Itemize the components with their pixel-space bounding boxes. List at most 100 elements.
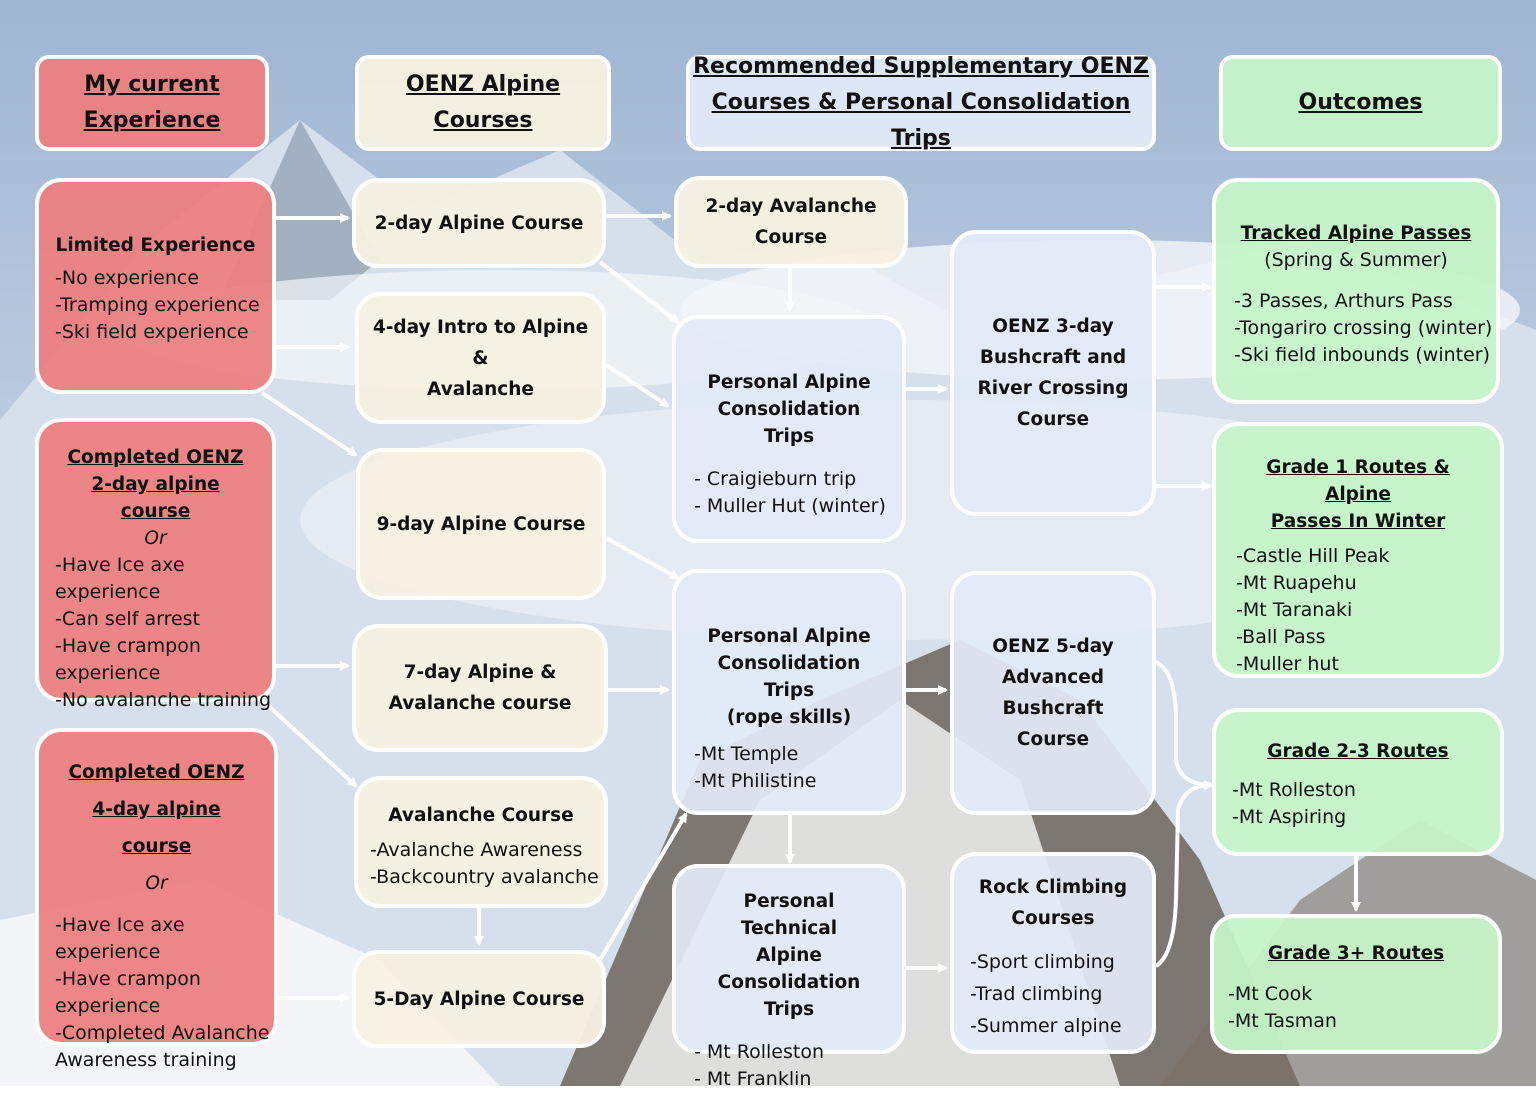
header-line: Recommended Supplementary OENZ [693,54,1149,79]
header-oenz-alpine-courses: OENZ Alpine Courses [355,55,611,151]
box-5day-alpine-course: 5-Day Alpine Course [352,950,606,1048]
box-title: Courses [1011,908,1095,929]
box-title: Grade 1 Routes & Alpine [1266,457,1450,505]
list-item: -Mt Rolleston [1232,779,1356,801]
box-title: Bushcraft and [979,347,1127,368]
list-item: -Have Ice axe [55,914,185,936]
box-title: Completed OENZ [67,447,244,468]
list-item: experience [55,941,161,963]
box-title: Completed OENZ [68,762,245,783]
box-title: Advanced [1001,667,1105,688]
box-2day-avalanche-course: 2-day Avalanche Course [674,176,908,268]
box-title: 2-day alpine course [91,474,220,522]
header-line: Experience [83,108,221,133]
box-oenz-3day-bushcraft: OENZ 3-day Bushcraft and River Crossing … [950,230,1156,516]
box-title: Course [1016,729,1090,750]
box-4day-intro-alpine-avalanche: 4-day Intro to Alpine & Avalanche [355,292,606,424]
box-title: Passes In Winter [1270,511,1446,532]
box-limited-experience: Limited Experience -No experience -Tramp… [35,178,276,394]
header-line: Outcomes [1298,90,1423,115]
header-my-current-experience: My current Experience [35,55,269,151]
list-item: -Mt Cook [1228,983,1313,1005]
box-subtitle: (Spring & Summer) [1264,249,1448,271]
list-item: -Trad climbing [970,983,1103,1005]
box-title: Consolidation Trips [717,399,861,447]
list-item: -Ball Pass [1236,626,1326,648]
box-grade2-3-routes: Grade 2-3 Routes -Mt Rolleston -Mt Aspir… [1212,708,1504,856]
header-supplementary: Recommended Supplementary OENZ Courses &… [686,54,1156,151]
box-title: 9-day Alpine Course [376,513,586,535]
box-grade3-plus-routes: Grade 3+ Routes -Mt Cook -Mt Tasman [1210,914,1502,1054]
list-item: -Have crampon [55,635,201,657]
list-item: -Mt Tasman [1228,1010,1337,1032]
list-item: - Mt Franklin [694,1068,812,1090]
box-title: 2-day Avalanche [705,196,877,217]
list-item: - Craigieburn trip [694,468,857,490]
header-line: OENZ Alpine Courses [405,72,561,133]
box-title: Personal Alpine [707,626,871,647]
box-2day-alpine-course: 2-day Alpine Course [352,178,606,268]
list-item: -Tongariro crossing (winter) [1234,317,1493,339]
list-item: -Mt Ruapehu [1236,572,1357,594]
list-item: -Mt Taranaki [1236,599,1353,621]
list-item: experience [55,995,161,1017]
list-item: -Avalanche Awareness [370,839,583,861]
list-item: -Backcountry avalanche [370,866,599,888]
box-title: Bushcraft [1002,698,1104,719]
list-item: experience [55,581,161,603]
header-outcomes: Outcomes [1219,55,1502,151]
header-line: My current [84,72,220,97]
box-title: River Crossing [977,378,1129,399]
box-9day-alpine-course: 9-day Alpine Course [356,448,606,600]
list-item: - Mt Rolleston [694,1041,825,1063]
list-item: -Muller hut [1236,653,1339,675]
box-title: 7-day Alpine & [403,662,557,683]
list-item: experience [55,662,161,684]
box-title: OENZ 3-day [992,316,1114,337]
list-item: Awareness training [55,1049,237,1071]
box-title: Course [754,227,828,248]
list-item: -Mt Philistine [694,770,817,792]
box-title: Alpine Consolidation [717,945,861,993]
box-title: OENZ 5-day [992,636,1114,657]
list-item: -Ski field inbounds (winter) [1234,344,1490,366]
list-item: -Mt Temple [694,743,799,765]
box-oenz-5day-advanced-bushcraft: OENZ 5-day Advanced Bushcraft Course [950,571,1156,815]
list-item: -Can self arrest [55,608,200,630]
box-title: Tracked Alpine Passes [1240,223,1472,244]
box-title: (rope skills) [726,707,852,728]
list-item: -Have crampon [55,968,201,990]
box-title: 5-Day Alpine Course [373,988,585,1010]
box-avalanche-course: Avalanche Course -Avalanche Awareness -B… [354,776,608,908]
header-line: Courses & Personal Consolidation Trips [711,90,1131,151]
box-title: Course [1016,409,1090,430]
box-title: 4-day Intro to Alpine [372,316,589,338]
list-item: -Completed Avalanche [55,1022,270,1044]
box-7day-alpine-avalanche: 7-day Alpine & Avalanche course [352,624,608,752]
list-item: -Sport climbing [970,951,1115,973]
list-item: -Tramping experience [55,294,260,316]
box-personal-technical-consolidation: Personal Technical Alpine Consolidation … [672,864,906,1090]
list-item: -No experience [55,267,200,289]
box-title: Avalanche [427,378,534,400]
box-title: Limited Experience [55,235,256,256]
box-title: Avalanche Course [388,805,574,826]
box-rock-climbing-courses: Rock Climbing Courses -Sport climbing -T… [950,852,1156,1054]
list-item: -No avalanche training [55,689,272,711]
box-title: Consolidation Trips [717,653,861,701]
box-title: Avalanche course [388,693,572,714]
box-title: Trips [763,999,815,1020]
box-personal-alpine-consolidation-rope: Personal Alpine Consolidation Trips (rop… [672,569,906,815]
or-label: Or [145,873,168,894]
list-item: - Muller Hut (winter) [694,495,886,517]
or-label: Or [144,528,167,549]
box-grade1-routes-winter: Grade 1 Routes & Alpine Passes In Winter… [1212,422,1504,678]
box-tracked-alpine-passes: Tracked Alpine Passes (Spring & Summer) … [1212,178,1500,404]
box-title: & [472,347,489,369]
box-title: Grade 3+ Routes [1267,943,1445,964]
box-title: 4-day alpine course [92,799,221,857]
box-completed-4day: Completed OENZ 4-day alpine course Or -H… [35,728,278,1071]
box-title: Personal Technical [740,891,838,939]
box-title: Personal Alpine [707,372,871,393]
list-item: -Have Ice axe [55,554,185,576]
